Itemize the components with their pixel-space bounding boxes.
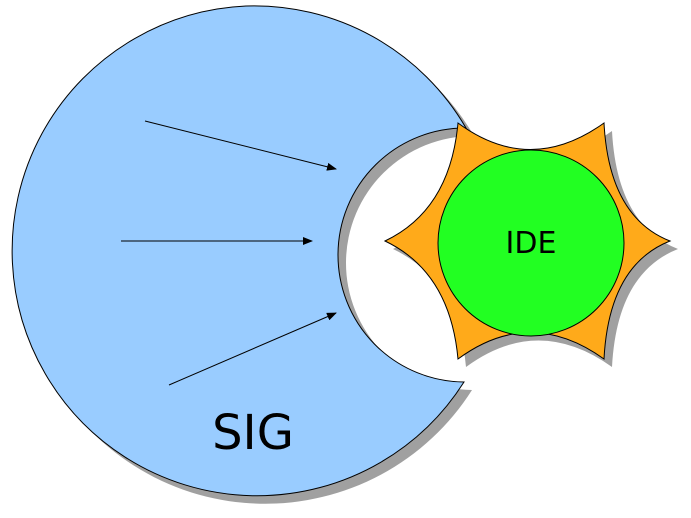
ide-label: IDE [506, 226, 557, 261]
sig-label: SIG [212, 405, 294, 461]
ide-circle [437, 149, 625, 337]
arrow-bottom [168, 312, 337, 386]
arrow-top [144, 120, 337, 171]
